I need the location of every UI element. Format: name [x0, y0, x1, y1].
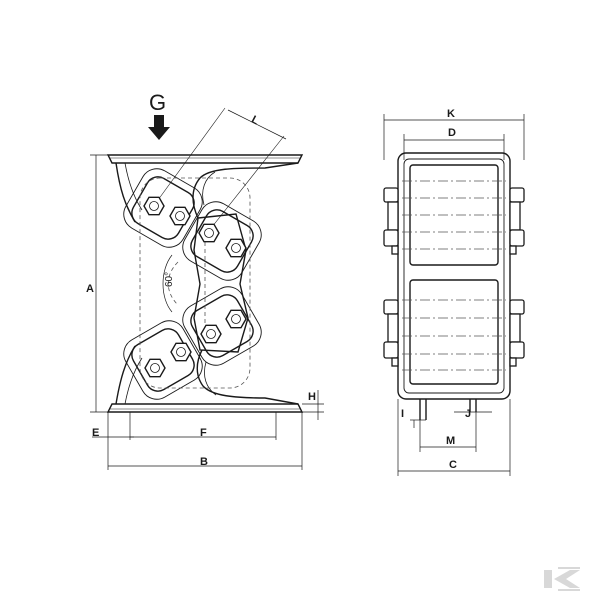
bolt-icon [383, 229, 399, 247]
central-link-plate [193, 213, 249, 353]
lower-rubber-block [409, 279, 499, 385]
load-label: G [149, 90, 166, 115]
rubber-element-lower-right [182, 286, 262, 366]
dimension-label-d: D [448, 127, 456, 139]
dimension-label-m: M [446, 435, 455, 447]
dimension-line-l [227, 109, 287, 140]
dimension-label-i: I [401, 408, 404, 420]
bolt-icon [198, 223, 220, 243]
bolt-icon [383, 341, 399, 359]
angle-label: 60° [164, 272, 175, 287]
front-view-dimensions [383, 114, 525, 476]
bolt-icon [143, 196, 165, 216]
front-view [397, 152, 511, 420]
upper-right-bracket [192, 162, 299, 219]
lower-right-bracket [196, 349, 299, 405]
front-view-bolts [383, 187, 525, 367]
bottom-mounting-plate [106, 403, 304, 413]
dimension-label-a: A [86, 283, 94, 295]
dimension-label-j: J [465, 408, 471, 420]
rubber-element-lower-left [123, 320, 203, 400]
side-view-bolts [143, 196, 247, 378]
bolt-icon [144, 358, 166, 378]
dimension-labels: A B E F H L K D I J M C 60° [86, 108, 471, 471]
bolt-icon [509, 187, 525, 203]
bolt-icon [169, 206, 191, 226]
bolt-icon [383, 187, 399, 203]
dimension-label-b: B [200, 456, 208, 468]
side-view-dimensions [90, 154, 324, 470]
kramp-k-logo-icon [544, 567, 580, 591]
bolt-icon [200, 324, 222, 344]
bolt-icon [170, 342, 192, 362]
dimension-label-h: H [308, 391, 316, 403]
bolt-icon [225, 309, 247, 329]
bolt-icon [509, 299, 525, 315]
dimension-label-k: K [447, 108, 455, 120]
bolt-icon [225, 238, 247, 258]
bolt-icon [509, 341, 525, 359]
outer-frame [397, 152, 511, 400]
bolt-icon [383, 299, 399, 315]
rubber-element-upper-right [182, 201, 262, 281]
top-mounting-plate [106, 154, 304, 164]
load-arrow-icon [148, 115, 170, 140]
dimension-label-f: F [200, 427, 207, 439]
dimension-label-e: E [92, 427, 99, 439]
dimension-label-c: C [449, 459, 457, 471]
angle-arc [162, 254, 173, 313]
side-view [106, 107, 304, 413]
dimension-label-l: L [249, 114, 261, 128]
bolt-icon [509, 229, 525, 247]
